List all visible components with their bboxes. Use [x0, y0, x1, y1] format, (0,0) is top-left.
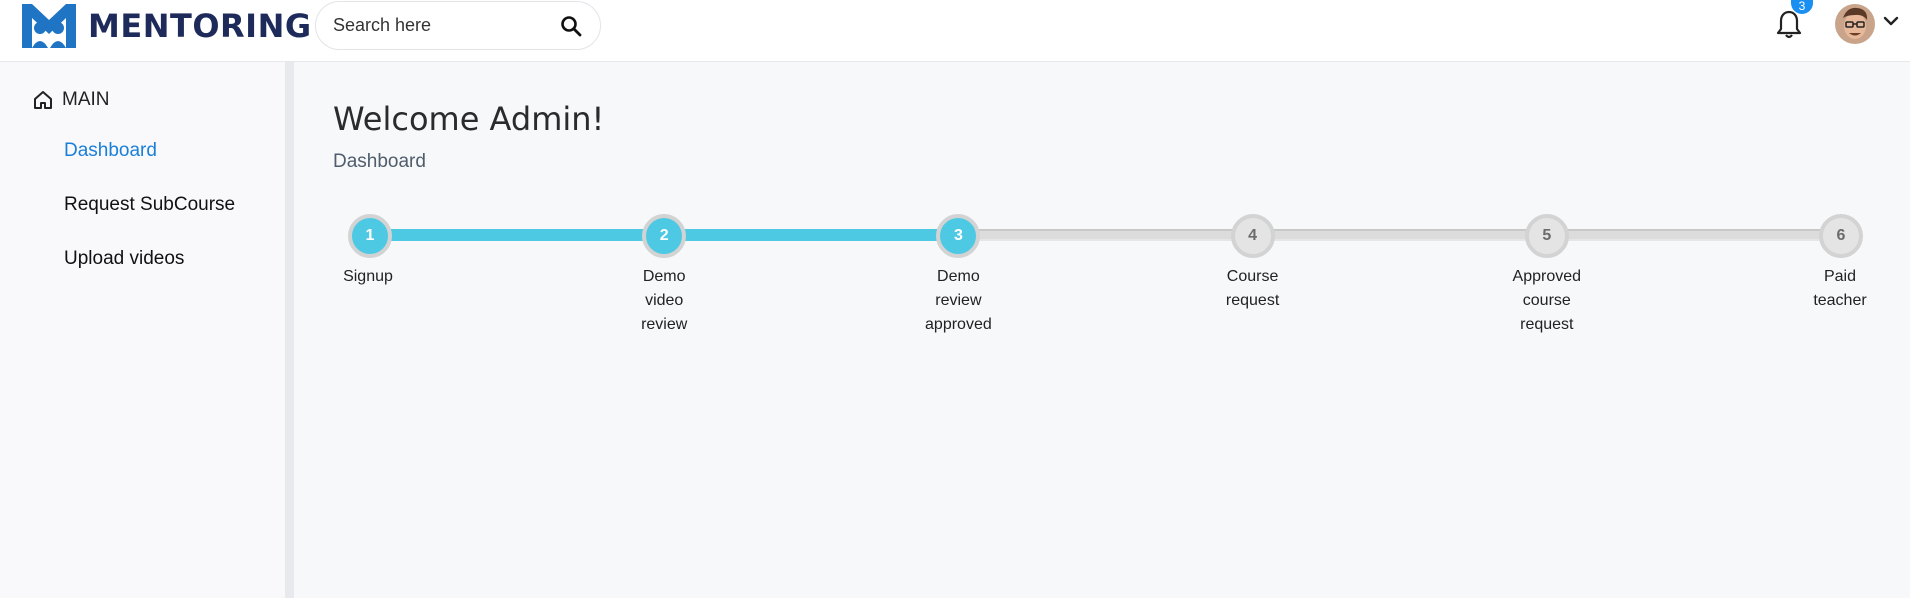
step-label-line: video: [645, 292, 684, 309]
search-icon[interactable]: [560, 15, 582, 37]
top-header: MENTORING 3: [0, 0, 1910, 62]
search-box: [315, 1, 601, 50]
step-label-5: Approved course request: [1487, 265, 1607, 337]
step-circle-1: 1: [348, 214, 392, 258]
step-label-line: approved: [925, 316, 992, 333]
sidebar-item-request-subcourse[interactable]: Request SubCourse: [64, 194, 236, 215]
step-label-line: review: [935, 292, 982, 309]
brand-name: MENTORING: [88, 7, 312, 45]
notification-badge: 3: [1791, 0, 1813, 14]
page-title: Welcome Admin!: [333, 100, 605, 138]
sidebar-section-main: MAIN: [32, 89, 110, 111]
mentoring-logo-icon: [22, 4, 76, 48]
home-icon: [34, 91, 52, 109]
step-label-4: Course request: [1193, 265, 1313, 313]
avatar[interactable]: [1835, 4, 1875, 44]
step-circle-5: 5: [1524, 214, 1569, 258]
sidebar-item-upload-videos[interactable]: Upload videos: [64, 248, 185, 269]
chevron-down-icon[interactable]: [1882, 14, 1900, 28]
step-circle-4: 4: [1230, 214, 1275, 258]
sidebar-item-dashboard[interactable]: Dashboard: [64, 140, 157, 161]
step-label-line: course: [1522, 292, 1571, 309]
step-label-line: Signup: [343, 268, 393, 285]
step-label-line: request: [1520, 316, 1574, 333]
bell-icon[interactable]: [1776, 8, 1802, 40]
step-circle-3: 3: [936, 214, 981, 258]
breadcrumb: Dashboard: [333, 151, 426, 172]
step-label-line: Paid: [1823, 268, 1857, 285]
step-label-line: request: [1225, 292, 1280, 309]
step-label-line: Demo: [642, 268, 686, 285]
step-circle-2: 2: [642, 214, 687, 258]
step-label-2: Demo video review: [604, 265, 724, 337]
step-label-line: Demo: [937, 268, 980, 285]
search-input[interactable]: [333, 2, 553, 49]
step-label-line: review: [641, 316, 688, 333]
sidebar-divider: [285, 62, 294, 598]
brand-logo[interactable]: MENTORING: [22, 2, 312, 50]
step-label-1: Signup: [308, 265, 428, 289]
step-label-line: Approved: [1512, 268, 1582, 285]
sidebar-section-title: MAIN: [62, 89, 110, 110]
sidebar: [0, 62, 285, 598]
step-circle-6: 6: [1819, 214, 1863, 258]
step-label-3: Demo review approved: [898, 265, 1018, 337]
step-label-line: teacher: [1813, 292, 1867, 309]
user-avatar-icon: [1835, 4, 1875, 44]
step-label-line: Course: [1226, 268, 1279, 285]
step-label-6: Paid teacher: [1780, 265, 1900, 313]
